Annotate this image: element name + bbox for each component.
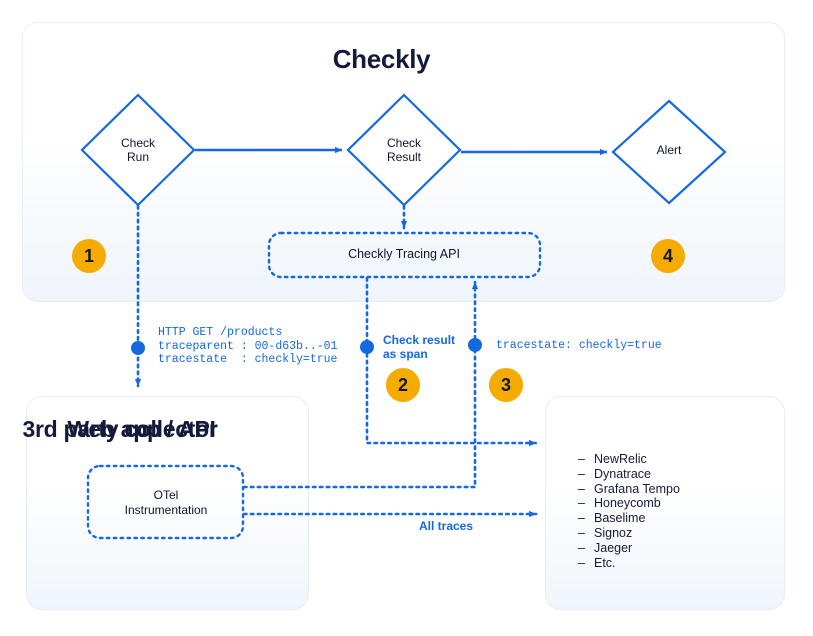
list-bullet-dash: – bbox=[578, 540, 585, 555]
annotation-http-trace-headers: HTTP GET /products traceparent : 00-d63b… bbox=[158, 326, 338, 366]
list-bullet-dash: – bbox=[578, 511, 585, 526]
panel-third-party-collector bbox=[545, 396, 785, 610]
collector-list-item: –Jaeger bbox=[578, 541, 778, 556]
collector-list-item-label: Jaeger bbox=[594, 540, 633, 555]
annotation-dot-3 bbox=[468, 338, 482, 352]
node-label-check-result: Check Result bbox=[386, 136, 421, 164]
panel-title-checkly: Checkly bbox=[332, 44, 431, 74]
step-badge-1: 1 bbox=[72, 239, 106, 273]
annotation-check-result-as-span: Check result as span bbox=[383, 333, 456, 361]
collector-list-item: –Dynatrace bbox=[578, 467, 778, 482]
list-bullet-dash: – bbox=[578, 525, 585, 540]
node-label-otel-instrumentation: OTel Instrumentation bbox=[124, 488, 208, 517]
list-bullet-dash: – bbox=[578, 555, 585, 570]
node-label-checkly-tracing-api: Checkly Tracing API bbox=[348, 247, 460, 261]
collector-list-item: –Honeycomb bbox=[578, 496, 778, 511]
panel-title-third-party-collector: 3rd party collector bbox=[22, 416, 218, 442]
list-bullet-dash: – bbox=[578, 452, 585, 466]
annotation-dot-1 bbox=[131, 341, 145, 355]
step-badge-4: 4 bbox=[651, 239, 685, 273]
collector-list-item-label: NewRelic bbox=[594, 452, 647, 466]
annotation-all-traces: All traces bbox=[419, 519, 474, 533]
node-label-check-run: Check Run bbox=[120, 136, 155, 164]
annotation-tracestate: tracestate: checkly=true bbox=[496, 339, 662, 352]
list-bullet-dash: – bbox=[578, 466, 585, 481]
step-badge-3: 3 bbox=[489, 368, 523, 402]
collector-list-item-label: Grafana Tempo bbox=[594, 481, 680, 496]
collector-list-item-label: Dynatrace bbox=[594, 466, 651, 481]
annotation-dot-2 bbox=[360, 340, 374, 354]
list-bullet-dash: – bbox=[578, 496, 585, 511]
collector-list-item: –NewRelic bbox=[578, 452, 778, 467]
list-bullet-dash: – bbox=[578, 481, 585, 496]
collector-list-item: –Grafana Tempo bbox=[578, 482, 778, 497]
collector-list-item: –Etc. bbox=[578, 556, 778, 571]
node-label-alert: Alert bbox=[656, 143, 682, 157]
panel-title-web-app-api: Web app / API bbox=[67, 416, 216, 442]
collector-list-item-label: Baselime bbox=[594, 511, 646, 526]
collector-list-item: –Signoz bbox=[578, 526, 778, 541]
collector-list-item-label: Etc. bbox=[594, 555, 616, 570]
collector-list-item: –Baselime bbox=[578, 511, 778, 526]
collector-vendor-list: –NewRelic–Dynatrace–Grafana Tempo–Honeyc… bbox=[578, 452, 778, 570]
collector-list-item-label: Signoz bbox=[594, 525, 633, 540]
step-badge-2: 2 bbox=[386, 368, 420, 402]
collector-list-item-label: Honeycomb bbox=[594, 496, 661, 511]
